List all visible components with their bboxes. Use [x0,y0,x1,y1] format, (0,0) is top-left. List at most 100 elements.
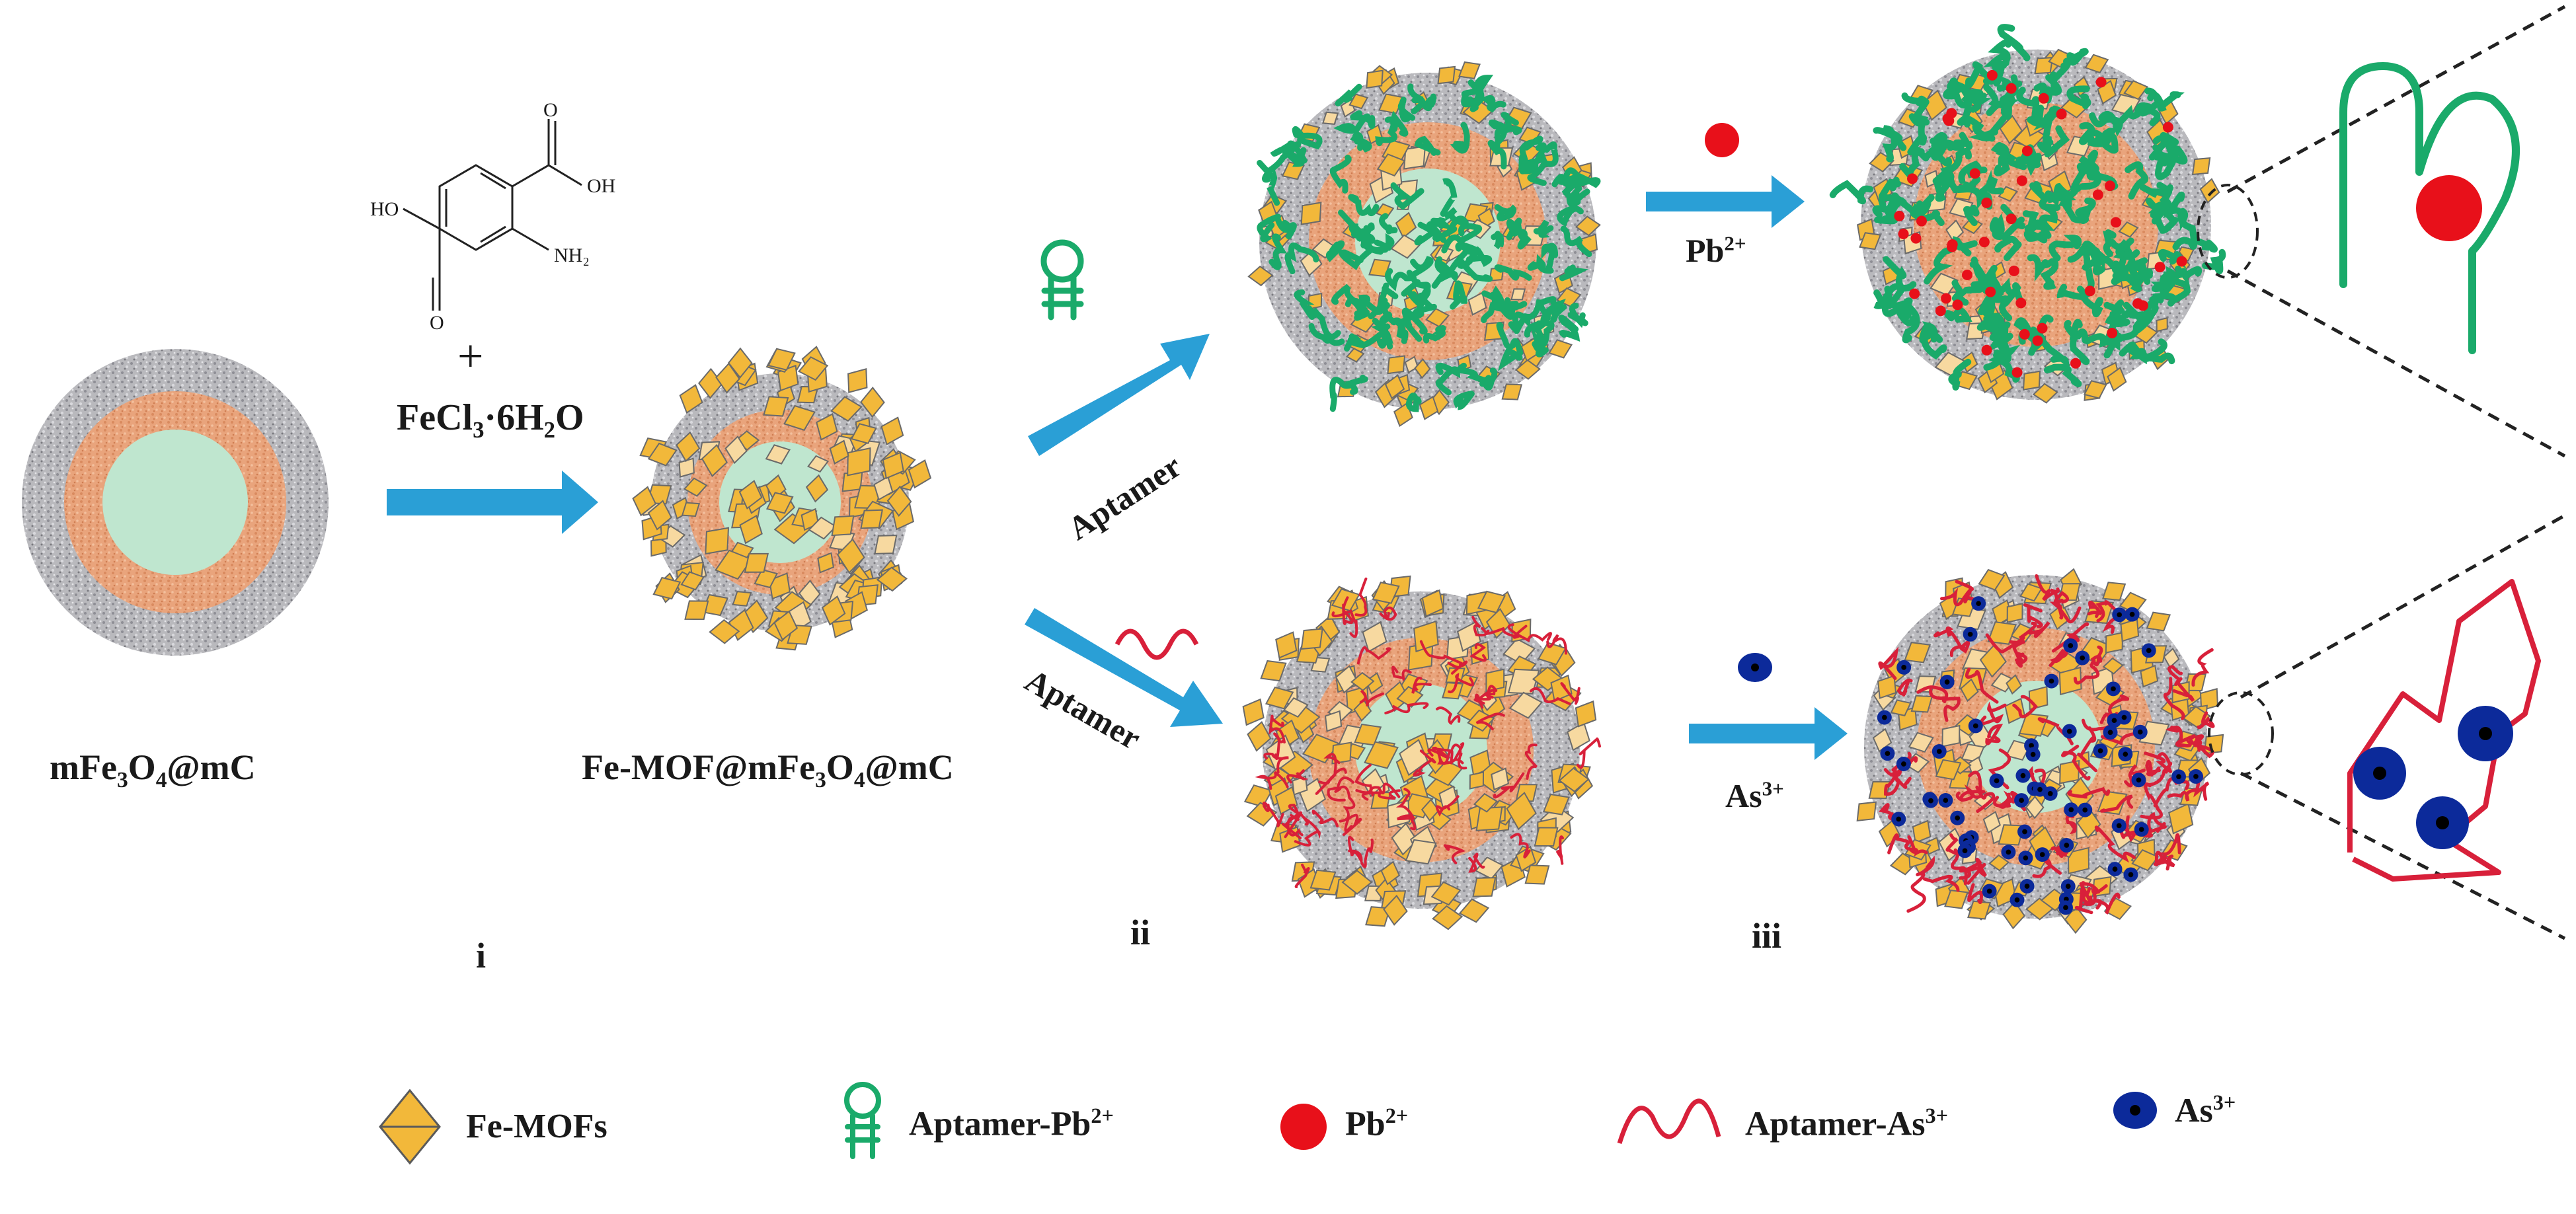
as-aptamer-strand [1959,771,1986,800]
pb-aptamer-strand [2109,237,2134,256]
as-aptamer-strand [2163,677,2185,720]
mof-crystal [1372,582,1400,604]
mof-crystal [652,576,682,600]
pb-aptamer-strand [2040,258,2059,290]
bound-ion [2015,297,2027,309]
legend-fe-mofs: Fe-MOFs [466,1108,607,1145]
as-aptamer-strand [2035,574,2058,601]
mof-crystal [2064,905,2088,934]
bound-ion [1978,237,1990,248]
step-iii-label: iii [1752,916,1782,956]
mof-crystal [2168,802,2194,835]
as-aptamer-strand [1893,771,1912,789]
pb-aptamer-strand [2172,213,2198,250]
mof-crystal [886,485,912,517]
as-aptamer-strand [2145,759,2161,777]
as-aptamer-strand [2153,777,2190,808]
pb-aptamer-strand [1542,141,1559,167]
pb-aptamer-strand [2064,319,2083,342]
pb-aptamer-strand [1401,279,1423,307]
mof-crystal [2120,618,2140,642]
mof-crystal [1405,839,1437,865]
mof-crystal [1930,272,1959,296]
as-aptamer-strand [2167,788,2205,802]
mof-crystal [1978,568,2006,591]
mof-crystal [1413,620,1439,653]
pb-aptamer-strand [1401,307,1428,342]
pb-aptamer-strand [1907,118,1930,156]
as-aptamer-strand [1413,749,1436,777]
bound-ion [1981,344,1992,356]
as-aptamer-strand [1435,795,1460,817]
mof-crystal [830,396,863,422]
mof-crystal [1247,265,1274,287]
pb-aptamer-strand [2023,225,2052,244]
as-aptamer-strand [1273,732,1285,760]
mof-crystal [2140,664,2159,688]
mof-crystal [679,384,703,414]
bound-ion [2038,93,2049,104]
mof-crystal [1331,741,1352,765]
as-aptamer-strand [1945,833,1959,855]
bound-ion [2021,145,2033,157]
mof-crystal [647,500,672,531]
as-aptamer-strand [1379,606,1397,621]
pb-aptamer-strand [1494,264,1532,281]
bound-ion [1969,168,1980,179]
legend-as: As3+ [2175,1090,2236,1130]
mof-crystal [2131,849,2160,872]
as-aptamer-strand [2023,603,2043,628]
mof-crystal [783,404,816,431]
mof-crystal [1419,395,1439,420]
mof-crystal [1300,628,1323,650]
as-aptamer-strand [2124,764,2146,788]
pb-aptamer-strand [1348,194,1380,216]
core-particle [22,349,329,656]
pb-aptamer-strand [1943,307,1972,323]
pb-ion-icon [1705,123,1739,157]
pb-aptamer-strand [1957,176,1993,210]
hairpin-aptamer-icon [1040,239,1084,321]
pb-aptamer-strand [1567,303,1588,328]
diamond-icon [379,1088,441,1165]
mof-crystal [1506,792,1537,831]
amine-label: NH₂ [554,245,590,266]
pb-aptamer-strand [2066,85,2091,110]
pb-aptamer-strand [2149,132,2175,161]
pb-aptamer-strand [1496,322,1524,356]
mof-crystal [808,516,838,540]
mof-crystal [1485,607,1511,639]
as-aptamer-strand [2073,659,2100,685]
mof-crystal [1507,668,1540,695]
mof-crystal [1384,374,1405,400]
bound-ion [1962,270,1973,281]
mof-crystal [2083,380,2107,399]
pb-aptamer-strand [1563,173,1601,196]
pb-aptamer-strand [1498,346,1523,371]
pb-aptamer-strand [1358,294,1390,315]
as-aptamer-strand [2053,591,2070,604]
as-aptamer-strand [1255,771,1289,790]
as-aptamer-strand [2028,621,2050,638]
mof-crystal [829,439,849,465]
mof-particle [632,346,932,651]
as-aptamer-strand [1323,753,1347,777]
as-aptamer-strand [2067,786,2111,799]
mof-crystal [850,423,877,445]
pb-aptamer-strand [2045,61,2071,96]
bound-ion [2037,322,2048,334]
as-aptamer-strand [2167,665,2183,687]
legend-aptamer-as: Aptamer-As3+ [1745,1104,1948,1143]
pb-aptamer-strand [1415,282,1431,319]
pb-aptamer-strand [2047,189,2077,205]
as-aptamer-strand [1447,660,1468,675]
as-aptamer-strand [2032,856,2062,878]
mof-crystal [1979,644,2007,678]
mof-crystal [1473,792,1499,813]
mof-crystal [1354,723,1382,746]
as-aptamer-strand [2015,652,2028,665]
as-aptamer-strand [1906,872,1926,913]
bound-ion [2154,262,2166,273]
pb-aptamer-strand [1491,231,1504,250]
pb-arrow [1646,123,1805,228]
